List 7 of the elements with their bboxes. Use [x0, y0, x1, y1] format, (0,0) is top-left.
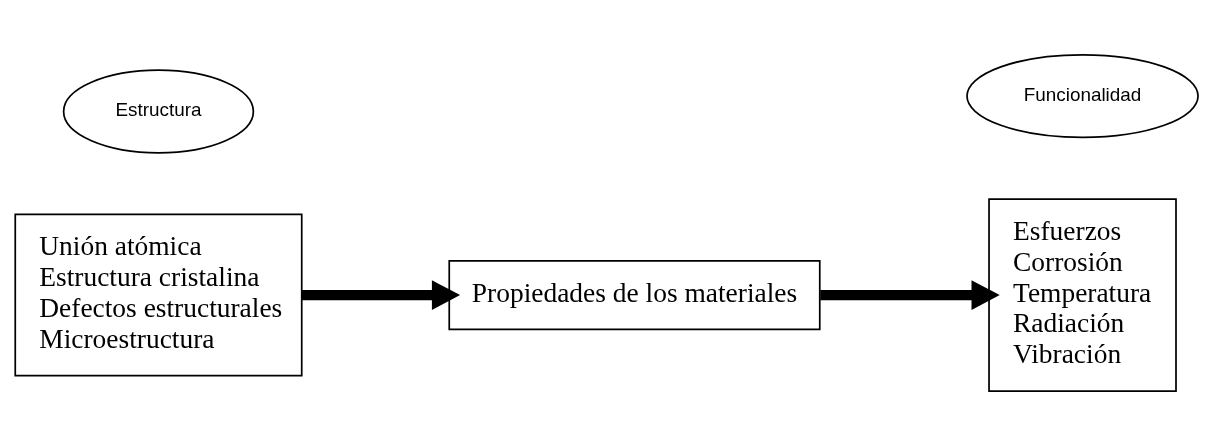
node-box: Esfuerzos Corrosión Temperatura Radiación Vibración	[988, 197, 1177, 392]
node-ellipse: Estructura	[62, 68, 255, 154]
arrow	[820, 279, 1000, 310]
arrow	[302, 279, 461, 310]
node-box: Unión atómica Estructura cristalina Defectos estructurales Microestructura	[14, 213, 303, 377]
node-box: Propiedades de los materiales	[448, 259, 821, 330]
node-ellipse: Funcionalidad	[966, 53, 1199, 138]
